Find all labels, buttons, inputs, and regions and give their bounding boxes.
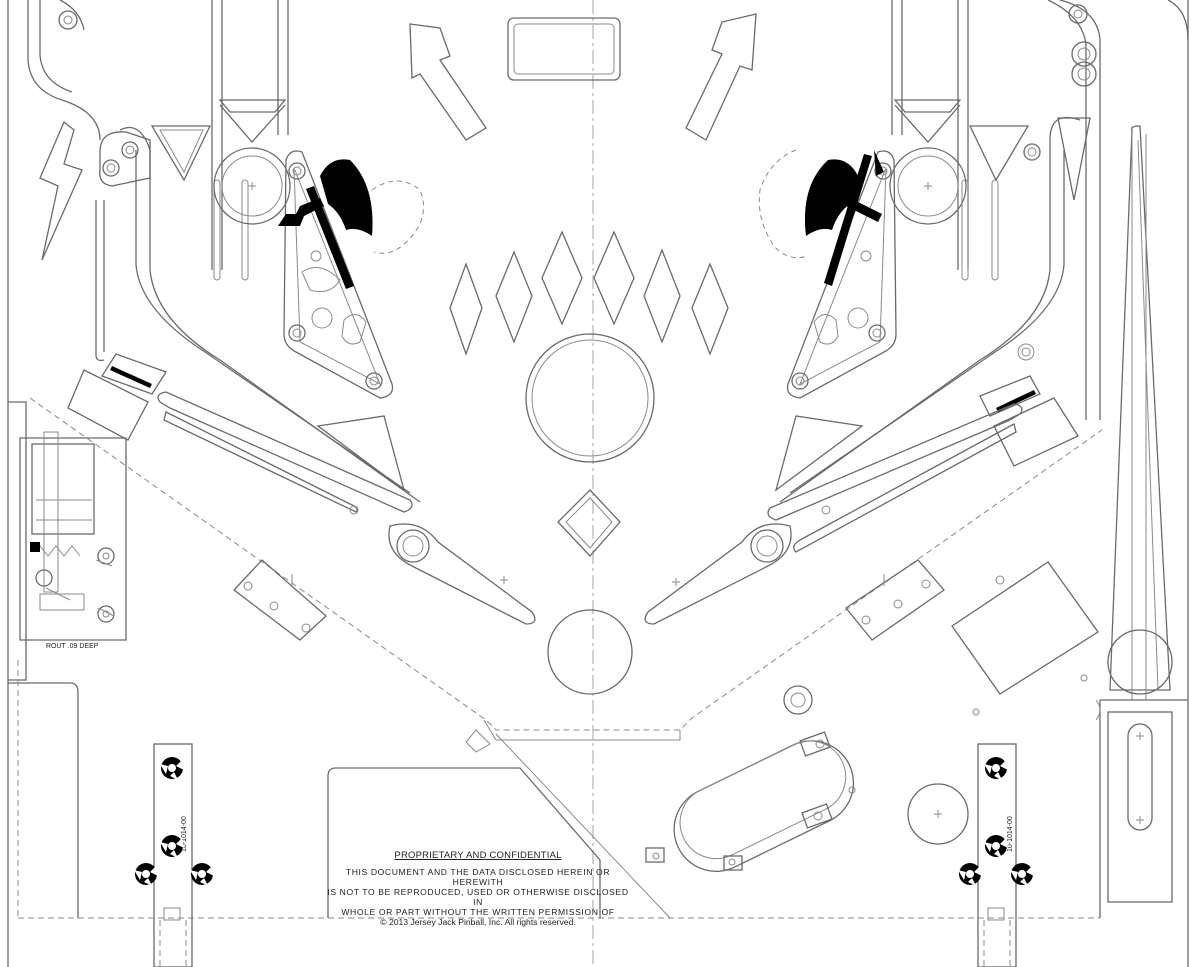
notice-line-1: THIS DOCUMENT AND THE DATA DISCLOSED HER… <box>345 867 611 887</box>
right-axe-icon <box>758 149 884 286</box>
confidential-notice: PROPRIETARY AND CONFIDENTIAL THIS DOCUME… <box>322 850 634 928</box>
apron-slot <box>465 729 855 872</box>
right-apron-bracket <box>845 559 945 641</box>
lower-round-insert <box>547 609 633 695</box>
left-axe-icon <box>278 159 425 289</box>
left-flipper <box>388 523 536 625</box>
right-leg-bracket: 10-1014-00 <box>977 743 1017 967</box>
right-rect-insert <box>951 561 1099 695</box>
left-outlane-wall <box>27 0 421 503</box>
notice-copyright: © 2013 Jersey Jack Pinball, Inc. All rig… <box>380 917 576 927</box>
apron-outline <box>17 397 1103 919</box>
rout-label: ROUT .09 DEEP <box>46 643 99 650</box>
left-leg-bracket: 10-1014-00 <box>153 743 193 967</box>
left-part-number: 10-1014-00 <box>181 816 188 852</box>
right-slingshot <box>786 150 897 399</box>
right-triangle-insert-1 <box>968 125 1030 182</box>
apron-plate <box>327 767 601 918</box>
center-round-insert <box>525 333 655 463</box>
left-lower-triangle-insert <box>316 415 406 492</box>
top-right-posts <box>58 4 1097 87</box>
right-lane-scoop <box>889 147 967 225</box>
plunger-lane <box>1095 629 1173 903</box>
t-nut-icons <box>134 757 1034 886</box>
left-slingshot <box>283 150 394 399</box>
notice-line-3: WHOLE OR PART WITHOUT THE WRITTEN PERMIS… <box>341 907 615 917</box>
playfield-outline <box>7 0 1189 967</box>
notice-heading: PROPRIETARY AND CONFIDENTIAL <box>394 850 562 861</box>
right-lanes <box>891 0 999 281</box>
right-upper-post <box>1023 143 1041 161</box>
right-inlane-guide <box>767 343 1079 553</box>
left-lanes <box>211 0 289 281</box>
lower-right-round <box>907 783 969 845</box>
left-upper-post-bracket <box>99 131 151 187</box>
lightning-insert <box>39 120 83 261</box>
left-coil-assembly: ROUT .09 DEEP <box>19 431 127 650</box>
left-inlane-guide <box>67 353 413 515</box>
diamond-inserts <box>449 230 729 557</box>
right-lower-triangle-insert <box>774 415 864 492</box>
right-triangle-insert-2 <box>1057 117 1091 201</box>
upper-center-inserts <box>409 13 757 141</box>
right-flipper <box>644 523 792 625</box>
left-apron-bracket <box>233 559 327 641</box>
right-outlane-wall <box>779 0 1171 700</box>
left-lane-scoop <box>213 147 291 225</box>
center-post <box>783 685 813 715</box>
right-part-number: 10-1014-00 <box>1007 816 1014 852</box>
notice-line-2: IS NOT TO BE REPRODUCED, USED OR OTHERWI… <box>327 887 629 907</box>
left-triangle-insert-1 <box>150 125 212 182</box>
